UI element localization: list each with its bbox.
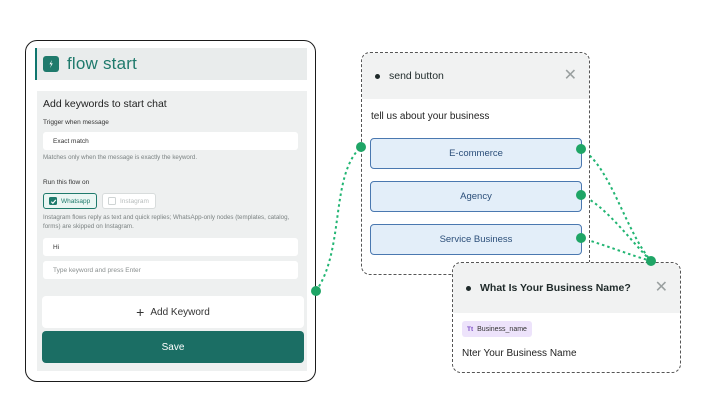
option-button-service-business[interactable]: Service Business xyxy=(370,224,582,255)
plus-icon: + xyxy=(136,304,145,320)
option-button-ecommerce[interactable]: E-commerce xyxy=(370,138,582,169)
option-button-agency[interactable]: Agency xyxy=(370,181,582,212)
flow-start-card: flow start Add keywords to start chat Tr… xyxy=(25,40,316,382)
connector-service-to-businessname xyxy=(580,237,652,262)
send-button-node-header: send button ✕ xyxy=(362,53,589,99)
channel-whatsapp-label: Whatsapp xyxy=(61,197,91,205)
save-button[interactable]: Save xyxy=(42,331,304,363)
text-variable-icon: Tt xyxy=(467,325,474,333)
checkbox-checked-icon xyxy=(49,197,57,205)
flow-start-header: flow start xyxy=(35,48,307,80)
node-dot-icon xyxy=(466,285,471,291)
channel-help-text: Instagram flows reply as text and quick … xyxy=(43,214,290,230)
keyword-placeholder: Type keyword and press Enter xyxy=(53,266,141,274)
save-label: Save xyxy=(161,341,185,353)
keyword-value: Hi xyxy=(53,243,60,251)
connector-agency-to-businessname xyxy=(580,194,652,262)
run-on-label: Run this flow on xyxy=(43,179,90,186)
add-keyword-label: Add Keyword xyxy=(150,306,210,318)
flow-start-title: flow start xyxy=(67,54,138,73)
match-type-select[interactable]: Exact match xyxy=(43,132,298,150)
node-dot-icon xyxy=(375,73,380,79)
flow-start-icon xyxy=(43,56,59,72)
keyword-input[interactable]: Type keyword and press Enter xyxy=(43,261,298,279)
channel-whatsapp-toggle[interactable]: Whatsapp xyxy=(43,193,97,209)
send-button-node[interactable]: send button ✕ tell us about your busines… xyxy=(361,52,590,275)
match-type-value: Exact match xyxy=(53,137,89,145)
channel-instagram-label: Instagram xyxy=(120,197,149,205)
keywords-heading: Add keywords to start chat xyxy=(43,98,167,110)
keyword-chip-field[interactable]: Hi xyxy=(43,238,298,256)
checkbox-unchecked-icon xyxy=(108,197,116,205)
variable-name: Business_name xyxy=(477,325,527,333)
keyword-settings-panel: Add keywords to start chat Trigger when … xyxy=(37,91,307,371)
business-name-node[interactable]: What Is Your Business Name? ✕ Tt Busines… xyxy=(452,262,681,373)
match-help-text: Matches only when the message is exactly… xyxy=(43,154,198,161)
option-label: Agency xyxy=(460,191,492,202)
add-keyword-button[interactable]: + Add Keyword xyxy=(42,296,304,328)
connector-ecommerce-to-businessname xyxy=(580,148,652,262)
business-name-node-header: What Is Your Business Name? ✕ xyxy=(453,263,680,313)
variable-tag[interactable]: Tt Business_name xyxy=(462,321,532,337)
option-label: E-commerce xyxy=(449,148,503,159)
close-icon[interactable]: ✕ xyxy=(563,67,577,84)
trigger-label: Trigger when message xyxy=(43,119,109,126)
connector-flowstart-to-sendbutton xyxy=(315,146,362,292)
send-button-node-title: send button xyxy=(389,70,444,82)
business-name-node-title: What Is Your Business Name? xyxy=(480,282,631,294)
close-icon[interactable]: ✕ xyxy=(654,279,668,296)
business-name-message: Nter Your Business Name xyxy=(462,348,577,359)
option-label: Service Business xyxy=(439,234,513,245)
send-button-message: tell us about your business xyxy=(371,111,490,122)
channel-instagram-toggle[interactable]: Instagram xyxy=(102,193,156,209)
